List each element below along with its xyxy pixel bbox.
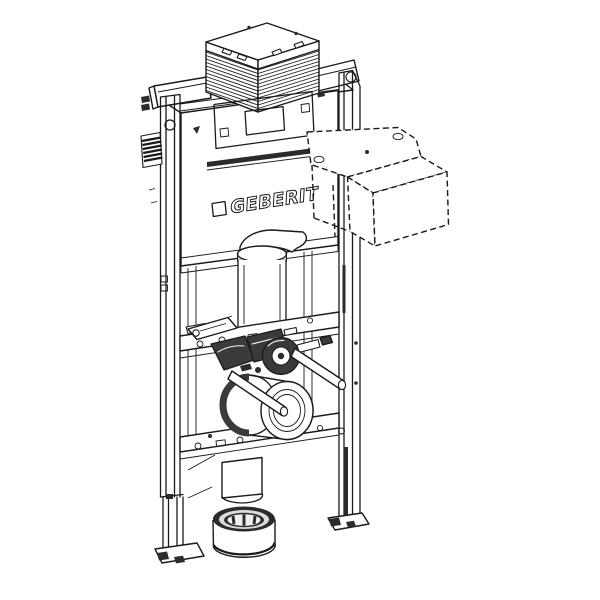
upper-rail-face (179, 311, 340, 352)
panel-clip (219, 127, 230, 138)
flush-lever-arm (187, 315, 238, 341)
insulation-box-dashed (306, 126, 450, 247)
drain-collar (212, 506, 276, 558)
insulation-panel (306, 126, 422, 178)
frame-depth-lines (187, 251, 313, 499)
mounting-rod (290, 347, 345, 390)
marker-arrow-icon (193, 126, 200, 134)
box-clip (293, 40, 305, 49)
leg-adjust-hole (338, 427, 345, 435)
rail-bolt-hole (164, 119, 176, 131)
panel-clip (300, 103, 311, 113)
insulation-left-face (346, 176, 376, 247)
protection-box-top-face (205, 22, 320, 61)
box-clip (221, 47, 233, 56)
flush-pipe (236, 229, 308, 329)
outlet-stub (221, 456, 263, 499)
protection-box (205, 22, 320, 113)
drain-socket (219, 363, 314, 441)
panel-groove (207, 145, 334, 167)
box-clip (271, 48, 283, 57)
supply-nut (319, 334, 334, 346)
service-window (244, 105, 286, 136)
left-frame-rail (140, 93, 205, 564)
logo-square-icon (211, 200, 227, 218)
water-supply-valve (210, 326, 334, 376)
right-frame-rail (327, 69, 370, 531)
drain-outlet (221, 456, 264, 504)
mounting-rods (227, 347, 347, 417)
supply-stub (296, 338, 321, 354)
insulation-front-face (372, 171, 450, 247)
top-rail-and-wall-brackets (141, 59, 360, 112)
box-clip (236, 53, 248, 62)
